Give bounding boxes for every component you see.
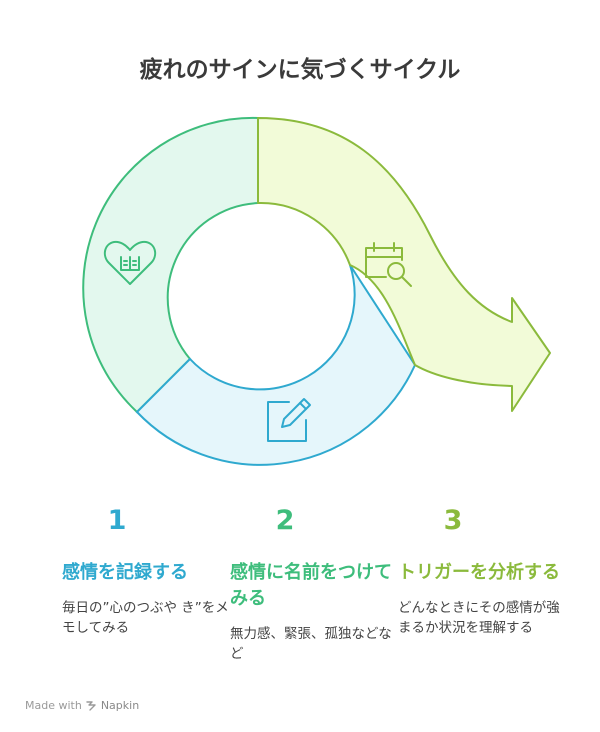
made-with-footer: Made with Napkin	[25, 699, 139, 712]
step-2-description: 無力感、緊張、孤独などなど	[230, 626, 392, 662]
step-3-heading: トリガーを分析する	[398, 562, 560, 583]
calendar-search-icon	[365, 242, 412, 287]
step-2-heading: 感情に名前をつけてみる	[230, 562, 392, 609]
step-2-column: 2 感情に名前をつけてみる 無力感、緊張、孤独などなど	[230, 505, 400, 664]
step-1-number: 1	[107, 505, 127, 536]
pencil-edit-icon	[267, 398, 311, 442]
segment-analyze-trigger	[257, 117, 551, 412]
heart-book-icon	[103, 240, 157, 285]
step-1-column: 1 感情を記録する 毎日の”心のつぶや き”をメモしてみる	[62, 505, 232, 638]
segment-record-emotion	[82, 116, 259, 414]
step-3-column: 3 トリガーを分析する どんなときにその感情が強まるか状況を理解する	[398, 505, 568, 638]
step-3-number: 3	[443, 505, 463, 536]
step-3-description: どんなときにその感情が強まるか状況を理解する	[398, 600, 560, 636]
footer-prefix: Made with	[25, 699, 82, 712]
step-1-heading: 感情を記録する	[62, 562, 188, 583]
napkin-logo-icon	[86, 701, 96, 711]
footer-brand: Napkin	[100, 699, 140, 712]
step-1-description: 毎日の”心のつぶや き”をメモしてみる	[62, 600, 229, 636]
page-title: 疲れのサインに気づくサイクル	[139, 57, 461, 83]
step-2-number: 2	[275, 505, 295, 536]
